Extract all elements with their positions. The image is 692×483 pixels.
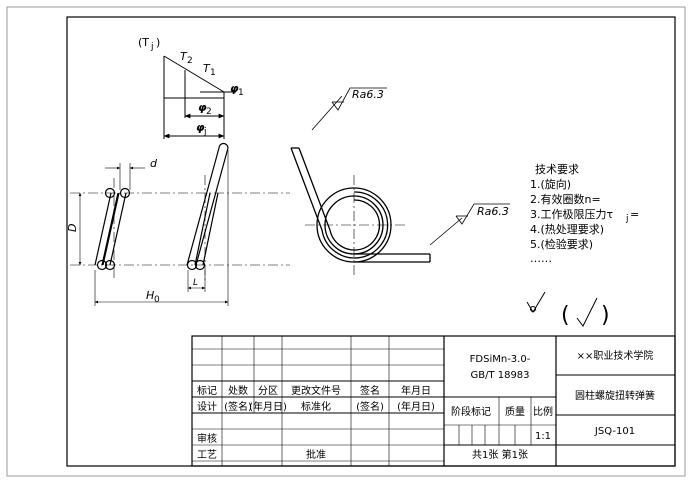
phi2-label: φ <box>198 101 207 114</box>
phi2-label-sub: 2 <box>206 107 212 117</box>
spring-side-view <box>70 142 290 306</box>
process-label: 工艺 <box>197 449 217 461</box>
t1-label-sub: 1 <box>210 68 216 78</box>
rev-header-doc-no: 更改文件号 <box>291 384 341 397</box>
finish-paren-open: ( <box>561 303 570 328</box>
tech-req-item-5: 5.(检验要求) <box>530 237 593 251</box>
roughness-label-2: Ra6.3 <box>477 205 509 218</box>
drawing-number: JSQ-101 <box>594 426 635 437</box>
leg-length-label: L <box>193 278 198 288</box>
tech-req-item-2: 2.有效圈数n= <box>530 192 601 206</box>
sheet-count: 共1张 第1张 <box>472 448 528 461</box>
spring-front-view <box>290 87 510 275</box>
wire-diameter-label: d <box>150 157 158 170</box>
approve-label: 批准 <box>306 448 326 461</box>
roughness-label-1: Ra6.3 <box>352 88 384 101</box>
tj-label-sub: j <box>150 42 154 52</box>
tj-label-close: ) <box>156 36 160 49</box>
phi1-label: φ <box>230 82 239 95</box>
t2-label: T <box>180 50 188 63</box>
rev-header-mark: 标记 <box>197 385 217 397</box>
surface-finish-symbol <box>526 291 598 327</box>
design-date: (年月日) <box>249 400 287 413</box>
finish-paren-close: ) <box>601 303 610 328</box>
design-label: 设计 <box>197 400 217 413</box>
standardization-signature: (签名) <box>356 400 384 413</box>
rev-header-count: 处数 <box>228 384 248 397</box>
school-name: ××职业技术学院 <box>577 349 654 362</box>
title-block-grid <box>191 335 676 467</box>
design-signature: (签名) <box>224 400 252 413</box>
rev-header-zone: 分区 <box>258 385 278 397</box>
scale-value: 1:1 <box>535 431 551 442</box>
free-length-label: H <box>146 289 154 302</box>
phi1-label-sub: 1 <box>238 88 244 98</box>
rev-header-signature: 签名 <box>360 384 380 397</box>
free-length-label-sub: 0 <box>154 295 160 305</box>
outer-diameter-label: D <box>66 224 79 232</box>
sheet-outer-border <box>6 6 686 477</box>
tech-req-tau-sub: j <box>625 214 629 224</box>
material-line-2: GB/T 18983 <box>470 370 529 381</box>
rev-header-date: 年月日 <box>401 384 431 397</box>
scale-label: 比例 <box>533 405 553 418</box>
t2-label-sub: 2 <box>187 56 193 66</box>
torque-angle-graph <box>163 55 236 139</box>
tj-label: (T <box>138 36 149 49</box>
tech-req-tau-eq: = <box>630 208 639 221</box>
material-line-1: FDSiMn-3.0- <box>470 354 531 365</box>
t1-label: T <box>203 62 211 75</box>
tech-req-item-4: 4.(热处理要求) <box>530 223 604 236</box>
standardization-label: 标准化 <box>301 400 331 413</box>
part-name: 圆柱螺旋扭转弹簧 <box>575 389 655 402</box>
tech-requirements-title: 技术要求 <box>535 163 579 176</box>
standardization-date: (年月日) <box>397 400 435 413</box>
weight-label: 质量 <box>505 406 525 418</box>
tech-req-item-6: …… <box>530 252 552 265</box>
phij-label-sub: j <box>203 127 207 137</box>
review-label: 审核 <box>197 432 217 445</box>
tech-req-item-1: 1.(旋向) <box>530 177 571 191</box>
stage-mark-label: 阶段标记 <box>451 405 491 418</box>
phij-label: φ <box>196 121 205 134</box>
tech-req-item-3: 3.工作极限压力τ <box>530 207 613 221</box>
